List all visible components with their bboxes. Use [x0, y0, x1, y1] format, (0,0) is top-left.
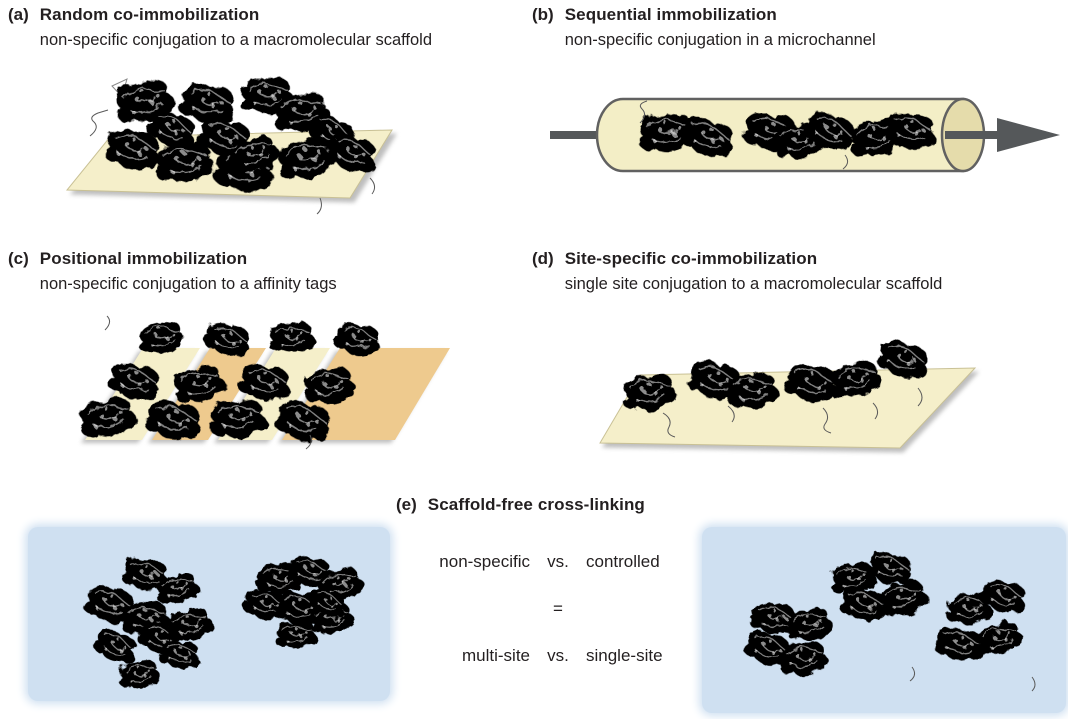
flow-arrow-icon: [550, 131, 608, 139]
panel-e-label: (e): [396, 495, 417, 514]
panel-d-label: (d): [532, 249, 554, 268]
panel-d-title: Site-specific co-immobilization: [564, 249, 818, 268]
panel-b-subtitle: non-specific conjugation in a microchann…: [564, 31, 876, 50]
peptide-tail: [639, 100, 849, 170]
equals-sign: =: [553, 599, 563, 618]
panel-e-title: Scaffold-free cross-linking: [427, 495, 645, 514]
peptide-tail: [316, 177, 376, 215]
comparison-row-1: non-specific vs. controlled: [408, 552, 708, 572]
enzyme-blob-orange: [273, 618, 318, 652]
single-site-tethers: [662, 387, 923, 438]
enzyme-blob-green: [162, 603, 217, 647]
panel-a-illustration: [65, 74, 393, 215]
comparison-text: non-specific vs. controlled = multi-site…: [408, 552, 708, 666]
defined-complex: [932, 575, 1031, 666]
panel-c-subtitle: non-specific conjugation to a affinity t…: [39, 275, 337, 294]
enzyme-blob-blue: [972, 617, 1027, 661]
crosslinked-aggregate: [241, 552, 367, 652]
panel-c-label: (c): [8, 249, 29, 268]
panel-e-left-illustration: [79, 552, 367, 693]
peptide-tail: [89, 109, 109, 137]
comparison-row-2: multi-site vs. single-site: [408, 646, 708, 666]
enzyme-blob-orange: [838, 585, 890, 624]
defined-complex: [740, 600, 836, 680]
panel-a-header: (a) Random co-immobilization non-specifi…: [8, 4, 432, 51]
panel-b-illustration: [550, 97, 1060, 173]
comparison-left-term: non-specific: [439, 552, 530, 571]
panel-a-label: (a): [8, 5, 29, 24]
enzyme-blob-blue: [116, 657, 163, 693]
comparison-vs: vs.: [547, 646, 569, 665]
panel-e-right-illustration: [740, 548, 1036, 692]
panel-c-title: Positional immobilization: [39, 249, 248, 268]
panel-d-header: (d) Site-specific co-immobilization sing…: [532, 248, 942, 295]
panel-c-illustration: [75, 315, 450, 450]
comparison-right-term: controlled: [586, 552, 660, 571]
defined-complex: [827, 548, 932, 624]
peptide-tail: [104, 315, 312, 450]
panel-b-header: (b) Sequential immobilization non-specif…: [532, 4, 876, 51]
flow-arrow-icon: [945, 118, 1060, 152]
panel-e-header: (e) Scaffold-free cross-linking: [396, 494, 645, 515]
panel-a-title: Random co-immobilization: [39, 5, 260, 24]
panel-b-title: Sequential immobilization: [564, 5, 777, 24]
enzyme-blob-green: [932, 624, 987, 666]
crosslinked-aggregate: [79, 555, 217, 693]
panel-a-subtitle: non-specific conjugation to a macromolec…: [39, 31, 433, 50]
comparison-vs: vs.: [547, 552, 569, 571]
comparison-left-term: multi-site: [461, 646, 530, 665]
peptide-tail: [909, 666, 1036, 692]
enzyme-blob-orange: [157, 638, 202, 672]
panel-d-illustration: [599, 335, 977, 449]
panel-b-label: (b): [532, 5, 554, 24]
comparison-right-term: single-site: [586, 646, 663, 665]
panel-d-subtitle: single site conjugation to a macromolecu…: [564, 275, 943, 294]
comparison-equals-row: =: [408, 599, 708, 619]
panel-c-header: (c) Positional immobilization non-specif…: [8, 248, 337, 295]
enzyme-blob-green: [875, 576, 932, 622]
